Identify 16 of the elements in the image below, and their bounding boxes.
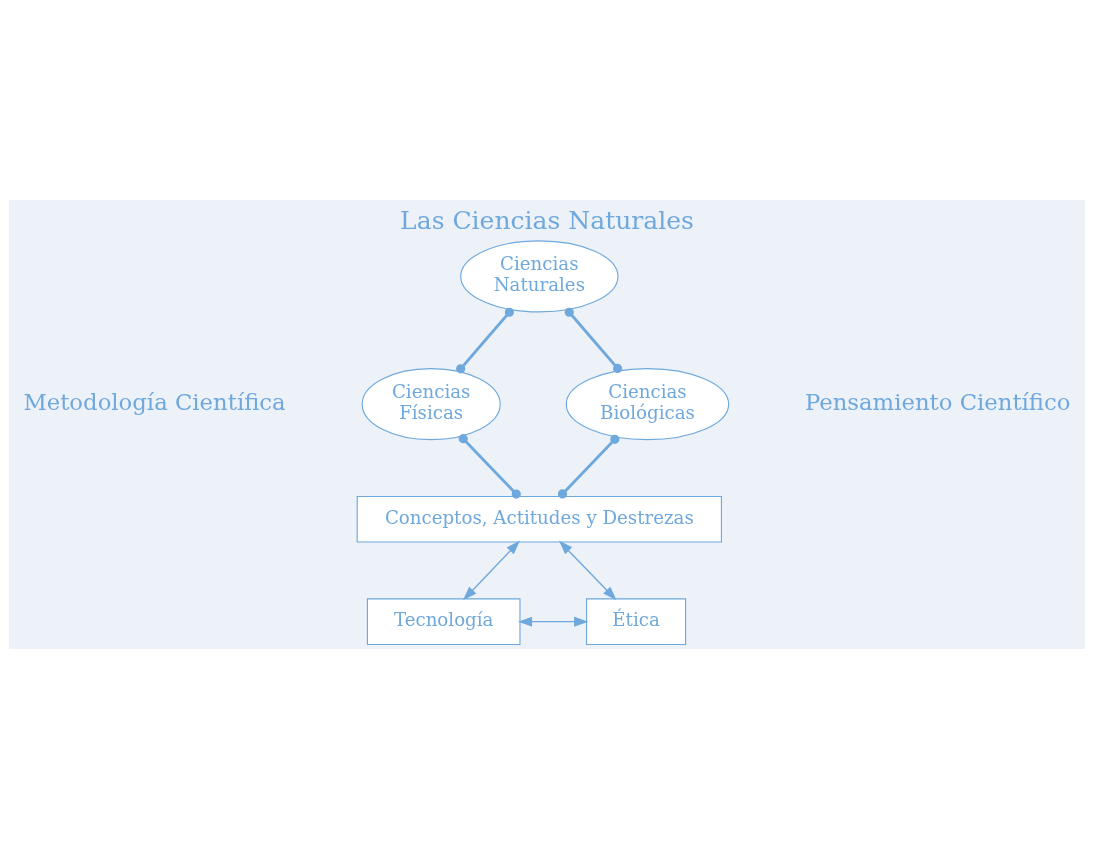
node-box: Tecnología xyxy=(366,598,521,646)
connector xyxy=(557,434,620,499)
connector xyxy=(458,434,521,499)
arrow xyxy=(517,616,589,627)
node-ellipse: Ciencias Naturales xyxy=(460,240,619,313)
node-ellipse: Ciencias Biológicas xyxy=(565,368,730,441)
node-box: Ética xyxy=(586,598,687,646)
node-box: Conceptos, Actitudes y Destrezas xyxy=(356,495,722,543)
arrow xyxy=(463,540,520,601)
arrow xyxy=(558,540,617,601)
diagram-title: Las Ciencias Naturales xyxy=(400,206,694,236)
connector xyxy=(564,307,623,373)
label: Metodología Científica xyxy=(23,388,286,415)
connector xyxy=(456,307,514,374)
node-ellipse: Ciencias Físicas xyxy=(361,368,501,441)
label: Pensamiento Científico xyxy=(804,388,1071,415)
